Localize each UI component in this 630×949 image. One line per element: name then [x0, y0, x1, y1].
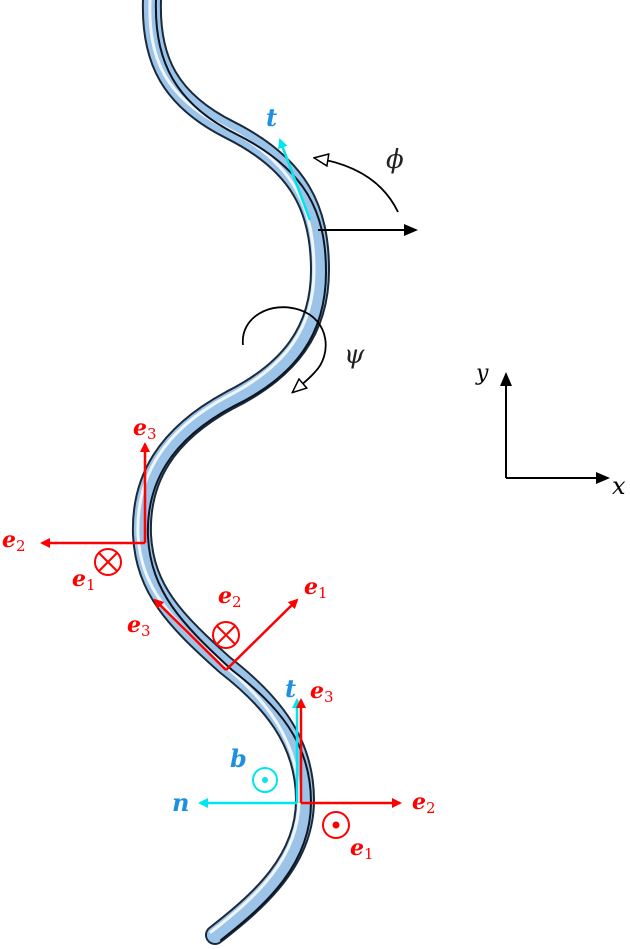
phi-label: ϕ — [386, 145, 404, 175]
frame3-t-label: t — [285, 674, 296, 703]
frame2-e1-label: e1 — [304, 574, 328, 602]
psi-arc-arrow — [242, 306, 327, 392]
phi-rotation-group: ϕ — [315, 145, 418, 236]
global-axes: x y — [475, 361, 626, 500]
frame1-e3-label: e3 — [133, 415, 157, 443]
frame2-e3-arrow — [153, 598, 227, 671]
frame1-e1-label: e1 — [72, 566, 96, 594]
frame1-e2-label: e2 — [2, 527, 26, 555]
material-frame-3: t e3 b n e2 e1 — [172, 674, 436, 863]
frame2-e1-arrow — [225, 598, 299, 671]
frame3-e1-out-of-page-icon — [322, 811, 350, 839]
frame3-e1-label: e1 — [350, 835, 374, 863]
frame3-b-label: b — [230, 744, 247, 773]
t-label-top: t — [266, 103, 277, 132]
top-tangent-group: t — [266, 103, 312, 221]
y-axis-label: y — [475, 361, 489, 386]
frame1-e1-into-page-icon — [94, 548, 122, 576]
helical-rod — [131, 0, 331, 945]
frame3-n-label: n — [172, 788, 189, 817]
frame2-e2-label: e2 — [218, 583, 242, 611]
psi-twist-group: ψ — [242, 306, 365, 392]
frame2-e2-into-page-icon — [212, 621, 240, 649]
material-frame-2: e3 e2 e1 — [127, 574, 328, 671]
psi-label: ψ — [344, 340, 365, 370]
frame3-e2-label: e2 — [412, 789, 436, 817]
tangent-arrow-top — [278, 138, 312, 221]
material-frame-1: e3 e2 e1 — [2, 415, 157, 594]
x-axis-label: x — [612, 472, 626, 500]
phi-arc-arrow — [315, 158, 399, 213]
frame3-e3-label: e3 — [310, 678, 334, 706]
frame2-e3-label: e3 — [127, 612, 151, 640]
frame3-b-out-of-page-icon — [252, 767, 278, 793]
